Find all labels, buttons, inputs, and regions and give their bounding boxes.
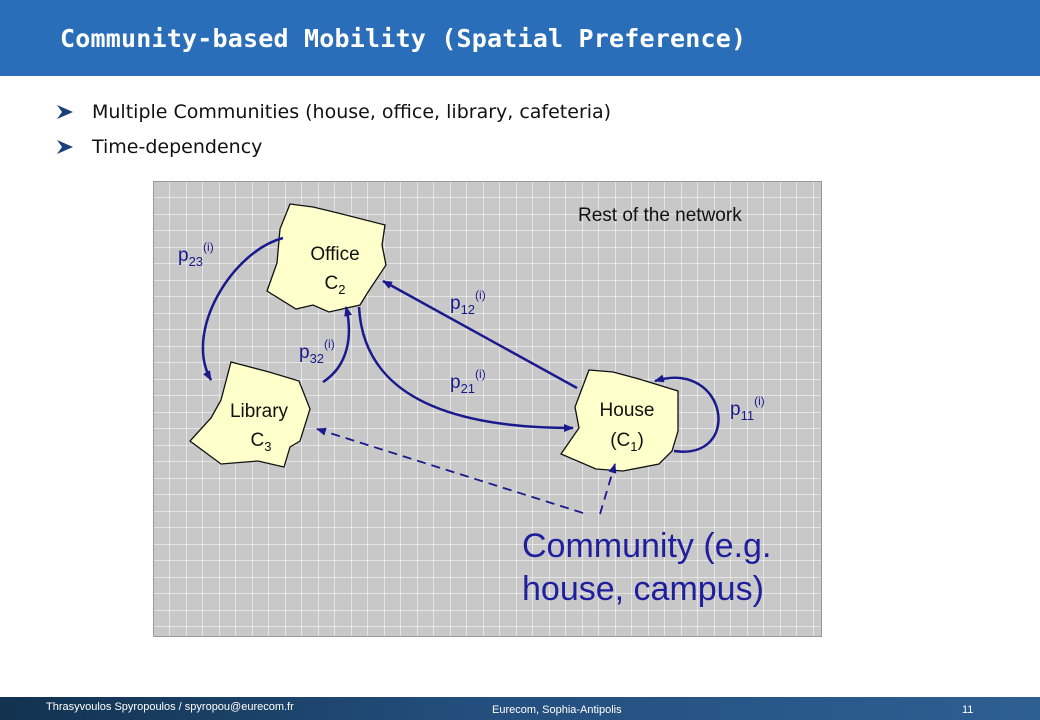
edge-label-p11: p11(i)	[730, 394, 765, 423]
footer-institution: Eurecom, Sophia-Antipolis	[492, 704, 622, 716]
house-label: House	[600, 400, 655, 421]
callout-pointer-house	[599, 463, 617, 515]
bullet-item: Time-dependency	[56, 129, 611, 164]
footer-author: Thrasyvoulos Spyropoulos / spyropou@eure…	[46, 701, 294, 713]
library-label: Library	[230, 401, 289, 422]
edge-label-p32: p32(i)	[299, 337, 335, 366]
arrow-bullet-icon	[56, 139, 92, 155]
callout-pointer-library	[316, 427, 584, 514]
edge-house-to-office	[382, 279, 578, 390]
callout-line-2: house, campus)	[522, 570, 764, 608]
house-node	[560, 369, 679, 472]
office-label: Office	[310, 244, 359, 265]
page-number: 11	[962, 704, 974, 716]
bullet-list: Multiple Communities (house, office, lib…	[56, 94, 611, 164]
footer-bar: Thrasyvoulos Spyropoulos / spyropou@eure…	[0, 697, 1040, 720]
diagram-canvas: Rest of the network Office C2 Library C3…	[153, 181, 822, 637]
edge-label-p23: p23(i)	[178, 240, 214, 269]
house-symbol: (C1)	[610, 430, 644, 454]
bullet-text: Time-dependency	[92, 135, 263, 158]
edge-library-to-office	[322, 306, 352, 384]
library-node	[189, 361, 311, 468]
library-symbol: C3	[251, 430, 272, 454]
edge-office-to-house	[357, 306, 574, 432]
office-symbol: C2	[325, 273, 346, 297]
slide-title: Community-based Mobility (Spatial Prefer…	[60, 24, 747, 53]
edge-label-p21: p21(i)	[450, 367, 486, 396]
title-bar: Community-based Mobility (Spatial Prefer…	[0, 0, 1040, 76]
arrow-bullet-icon	[56, 104, 92, 120]
callout-line-1: Community (e.g.	[522, 527, 771, 565]
office-node	[266, 203, 387, 313]
edge-label-p12: p12(i)	[450, 288, 486, 317]
edge-house-self-loop	[654, 374, 720, 453]
region-label: Rest of the network	[578, 205, 742, 226]
mobility-diagram: Rest of the network Office C2 Library C3…	[153, 181, 822, 637]
bullet-text: Multiple Communities (house, office, lib…	[92, 100, 612, 123]
bullet-item: Multiple Communities (house, office, lib…	[56, 94, 611, 129]
edge-office-to-library	[201, 236, 284, 381]
grid-border	[153, 181, 822, 637]
